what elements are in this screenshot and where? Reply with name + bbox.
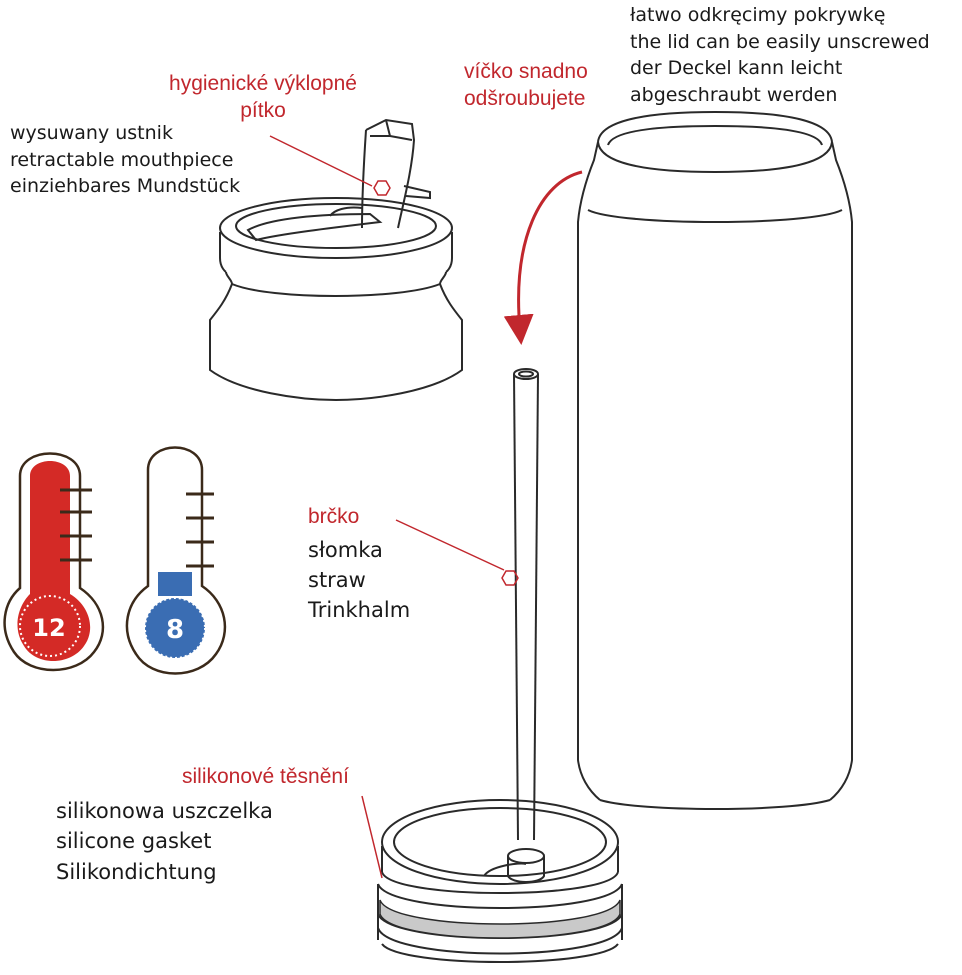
lid-unscrew-pl: łatwo odkręcimy pokrywkę bbox=[630, 4, 886, 26]
mouthpiece-label-cz: hygienické výklopné pítko bbox=[148, 70, 378, 125]
top-lid-illustration bbox=[209, 118, 463, 402]
mouthpiece-cz-line2: pítko bbox=[240, 99, 286, 123]
straw-hex-marker bbox=[501, 570, 519, 586]
lid-unscrew-cz-line2: odšroubujete bbox=[464, 87, 586, 111]
mouthpiece-label-translations: wysuwany ustnik retractable mouthpiece e… bbox=[10, 120, 240, 200]
mouthpiece-pl: wysuwany ustnik bbox=[10, 122, 173, 144]
cold-thermometer bbox=[125, 446, 227, 675]
unscrew-arrow bbox=[503, 170, 583, 345]
lid-unscrew-label-translations: łatwo odkręcimy pokrywkę the lid can be … bbox=[630, 2, 930, 108]
gasket-leader-line bbox=[361, 795, 383, 879]
straw-illustration bbox=[513, 368, 539, 841]
gasket-label-cz: silikonové těsnění bbox=[182, 765, 349, 788]
gasket-de: Silikondichtung bbox=[56, 859, 217, 884]
lid-unscrew-de-line2: abgeschraubt werden bbox=[630, 83, 838, 106]
lid-unscrew-en: the lid can be easily unscrewed bbox=[630, 30, 930, 53]
lid-unscrew-de-line1: der Deckel kann leicht bbox=[630, 57, 843, 80]
silicone-gasket-band bbox=[379, 899, 621, 939]
gasket-pl: silikonowa uszczelka bbox=[56, 799, 273, 823]
straw-label-translations: słomka straw Trinkhalm bbox=[308, 536, 410, 625]
hot-thermometer-value: 12 bbox=[32, 614, 65, 642]
cold-thermometer-value: 8 bbox=[166, 615, 184, 645]
mouthpiece-de: einziehbares Mundstück bbox=[10, 175, 241, 198]
mouthpiece-cz-line1: hygienické výklopné bbox=[169, 72, 357, 95]
straw-label-cz: brčko bbox=[308, 505, 360, 528]
mouthpiece-leader-line bbox=[269, 135, 373, 187]
mouthpiece-hex-marker bbox=[373, 180, 391, 196]
straw-leader-line bbox=[395, 519, 505, 571]
lid-unscrew-cz-line1: víčko snadno bbox=[464, 60, 588, 83]
can-body-illustration bbox=[577, 110, 853, 810]
straw-de: Trinkhalm bbox=[308, 597, 411, 622]
mouthpiece-en: retractable mouthpiece bbox=[10, 148, 234, 171]
straw-pl: słomka bbox=[308, 538, 383, 562]
gasket-en: silicone gasket bbox=[56, 829, 212, 854]
hot-thermometer bbox=[3, 452, 105, 672]
cold-thermometer-fill bbox=[158, 572, 192, 596]
straw-en: straw bbox=[308, 567, 366, 592]
gasket-label-translations: silikonowa uszczelka silicone gasket Sil… bbox=[56, 796, 273, 887]
lid-unscrew-label-cz: víčko snadno odšroubujete bbox=[464, 58, 588, 113]
